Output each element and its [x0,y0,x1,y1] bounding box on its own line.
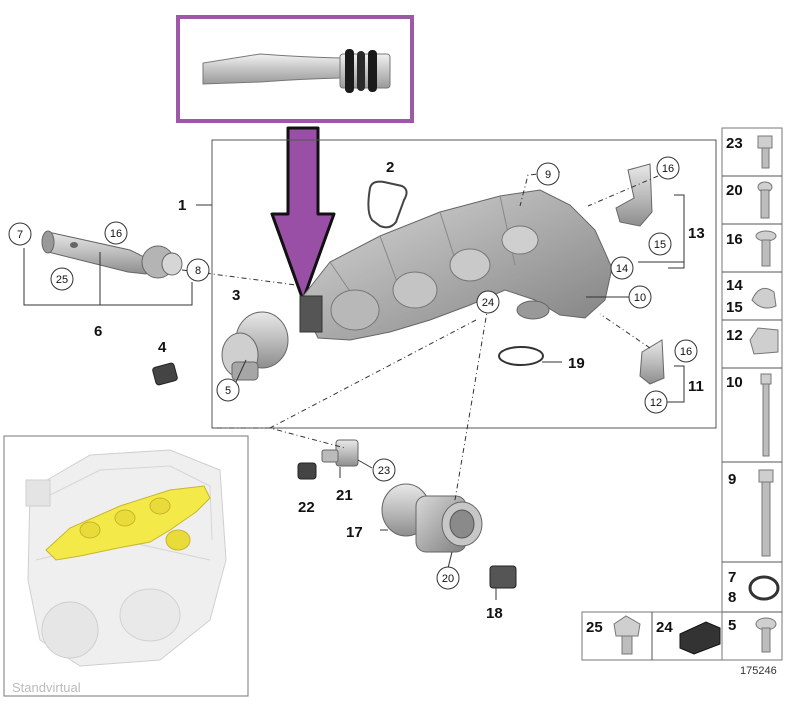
callout-1: 1 [178,197,186,214]
callout-4: 4 [158,339,167,356]
callout-17: 17 [346,524,363,541]
throttle-body-17 [381,483,483,553]
callout-7: 7 [8,222,32,246]
callout-15: 15 [648,232,672,256]
diagram-reference-number: 175246 [740,665,777,677]
svg-text:8: 8 [195,265,201,277]
bottom-label-24: 24 [656,619,673,636]
callout-5: 5 [216,378,240,402]
bolt-10-icon [760,373,772,457]
side-label-9: 9 [728,471,736,488]
callout-13: 13 [688,225,705,242]
side-label-20: 20 [726,182,743,199]
callout-24: 24 [476,290,500,314]
main-assembly-frame [211,139,717,429]
side-label-10: 10 [726,374,743,391]
svg-text:5: 5 [225,385,231,397]
callout-9: 9 [536,162,560,186]
bolt-9-icon [758,469,774,557]
svg-text:10: 10 [634,292,646,304]
engine-overview-image [25,449,227,667]
hardware-bottom-panel: 25 24 [581,611,723,661]
gasket-part [367,180,408,229]
svg-text:9: 9 [545,169,551,181]
side-label-8: 8 [728,589,736,606]
svg-text:7: 7 [17,229,23,241]
callout-25-pipe: 25 [50,267,74,291]
side-label-5: 5 [728,617,736,634]
hardware-side-panel: 23 20 16 14 15 12 10 9 [721,127,783,661]
svg-text:12: 12 [650,397,662,409]
connector-part-18 [489,565,517,589]
bottom-label-25: 25 [586,619,603,636]
seal-24-icon [679,621,721,655]
callout-23: 23 [372,458,396,482]
bolt-16-icon [755,230,777,267]
bolt-20-icon [757,181,773,219]
callout-3: 3 [232,287,240,304]
svg-text:25: 25 [56,274,68,286]
callout-14: 14 [610,256,634,280]
callout-8: 8 [186,258,210,282]
injector-nozzle-part [202,49,391,93]
svg-text:15: 15 [654,239,666,251]
seal-ring-19 [498,346,544,366]
bolt-5-icon [755,617,777,653]
svg-text:16: 16 [680,346,692,358]
callout-6: 6 [94,323,102,340]
actuator-part [221,311,289,381]
callout-12: 12 [644,390,668,414]
side-label-14: 14 [726,277,743,294]
callout-2: 2 [386,159,394,176]
callout-16-lower: 16 [674,339,698,363]
watermark: Standvirtual [12,680,81,695]
svg-text:20: 20 [442,573,454,585]
svg-text:16: 16 [662,163,674,175]
bolt-23-icon [757,135,773,169]
callout-16-pipe: 16 [104,221,128,245]
callout-19: 19 [568,355,585,372]
sensor-part-21 [321,439,359,467]
clip-14-15-icon [751,287,777,309]
bracket-part-13 [615,163,653,227]
o-ring-7-8-icon [748,575,780,601]
svg-text:16: 16 [110,228,122,240]
connector-part-4 [152,362,178,386]
svg-text:24: 24 [482,297,494,309]
side-label-12: 12 [726,327,743,344]
intake-manifold [299,189,613,341]
callout-22: 22 [298,499,315,516]
callout-10: 10 [628,285,652,309]
side-label-15: 15 [726,299,743,316]
callout-16-top: 16 [656,156,680,180]
callout-21: 21 [336,487,353,504]
callout-18: 18 [486,605,503,622]
clip-12-icon [749,327,779,355]
svg-text:23: 23 [378,465,390,477]
callout-11: 11 [688,378,704,395]
leader-lines [23,171,685,600]
side-label-23: 23 [726,135,743,152]
side-label-16: 16 [726,231,743,248]
bolt-25-icon [613,615,641,655]
side-label-7: 7 [728,569,736,586]
pointer-arrow [270,126,336,302]
bracket-part-11 [639,339,665,385]
callout-20: 20 [436,566,460,590]
pipe-assembly [41,230,183,279]
connector-part-22 [297,462,317,480]
svg-text:14: 14 [616,263,628,275]
